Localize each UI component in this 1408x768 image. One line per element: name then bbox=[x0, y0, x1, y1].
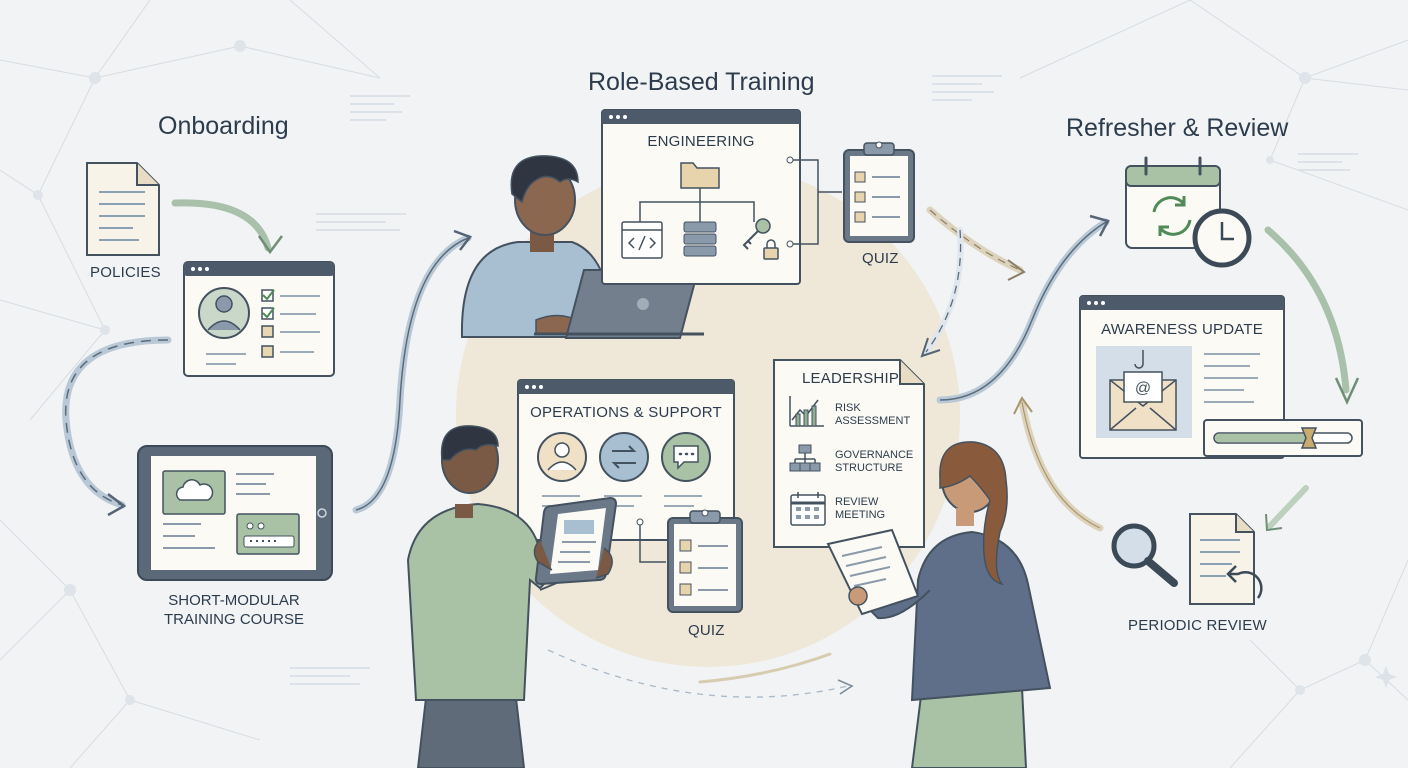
support-person bbox=[406, 425, 603, 768]
laptop bbox=[534, 269, 704, 339]
operations-window bbox=[517, 379, 735, 541]
quiz-clipboard-bottom bbox=[667, 509, 743, 613]
arrow-policies-to-profile bbox=[171, 199, 272, 252]
held-paper bbox=[826, 528, 920, 616]
policies-label: POLICIES bbox=[90, 264, 161, 281]
sparkle-icon bbox=[1375, 666, 1397, 688]
periodic-review-label: PERIODIC REVIEW bbox=[1128, 617, 1267, 634]
arrow-bottom-cycle bbox=[547, 649, 849, 698]
progress-slider bbox=[1203, 419, 1363, 457]
quiz-label-bottom: QUIZ bbox=[688, 622, 725, 639]
quiz-clipboard-top bbox=[843, 141, 915, 243]
arrow-calendar-to-awareness bbox=[1264, 226, 1350, 394]
periodic-review-document bbox=[1189, 513, 1263, 605]
risk-assessment-label: RISK ASSESSMENT bbox=[835, 402, 911, 427]
profile-checklist-window bbox=[183, 261, 335, 377]
connector-engineering-quiz bbox=[790, 159, 842, 245]
section-title-refresher-review: Refresher & Review bbox=[1066, 114, 1289, 142]
awareness-update-window: @ bbox=[1079, 295, 1285, 459]
awareness-update-label: AWARENESS UPDATE bbox=[1101, 321, 1263, 338]
handheld-tablet bbox=[533, 496, 618, 586]
connector-ops-quiz bbox=[639, 522, 666, 563]
engineering-window bbox=[601, 109, 801, 285]
engineering-label: ENGINEERING bbox=[647, 133, 755, 150]
background-nodes bbox=[33, 40, 1371, 705]
arrow-awareness-to-review bbox=[1267, 485, 1309, 529]
training-course-label: SHORT-MODULAR TRAINING COURSE bbox=[163, 592, 304, 628]
magnifier-icon bbox=[1111, 523, 1178, 587]
arrow-quiz-to-refresher bbox=[926, 206, 1024, 274]
leadership-label: LEADERSHIP bbox=[802, 370, 900, 387]
review-meeting-label: REVIEW MEETING bbox=[835, 496, 886, 521]
clock-icon bbox=[1192, 208, 1252, 268]
background-text-lines bbox=[290, 75, 1358, 685]
policies-document-icon bbox=[86, 162, 160, 256]
quiz-label-top: QUIZ bbox=[862, 250, 899, 267]
svg-text:@: @ bbox=[1135, 380, 1151, 397]
leadership-person bbox=[867, 441, 1052, 768]
leadership-document bbox=[773, 359, 925, 548]
section-title-role-based-training: Role-Based Training bbox=[588, 68, 815, 96]
calendar-refresh-icon bbox=[1125, 156, 1221, 249]
operations-support-label: OPERATIONS & SUPPORT bbox=[530, 404, 722, 421]
section-title-onboarding: Onboarding bbox=[158, 112, 289, 140]
training-tablet bbox=[137, 445, 333, 581]
governance-structure-label: GOVERNANCE STRUCTURE bbox=[835, 449, 914, 474]
